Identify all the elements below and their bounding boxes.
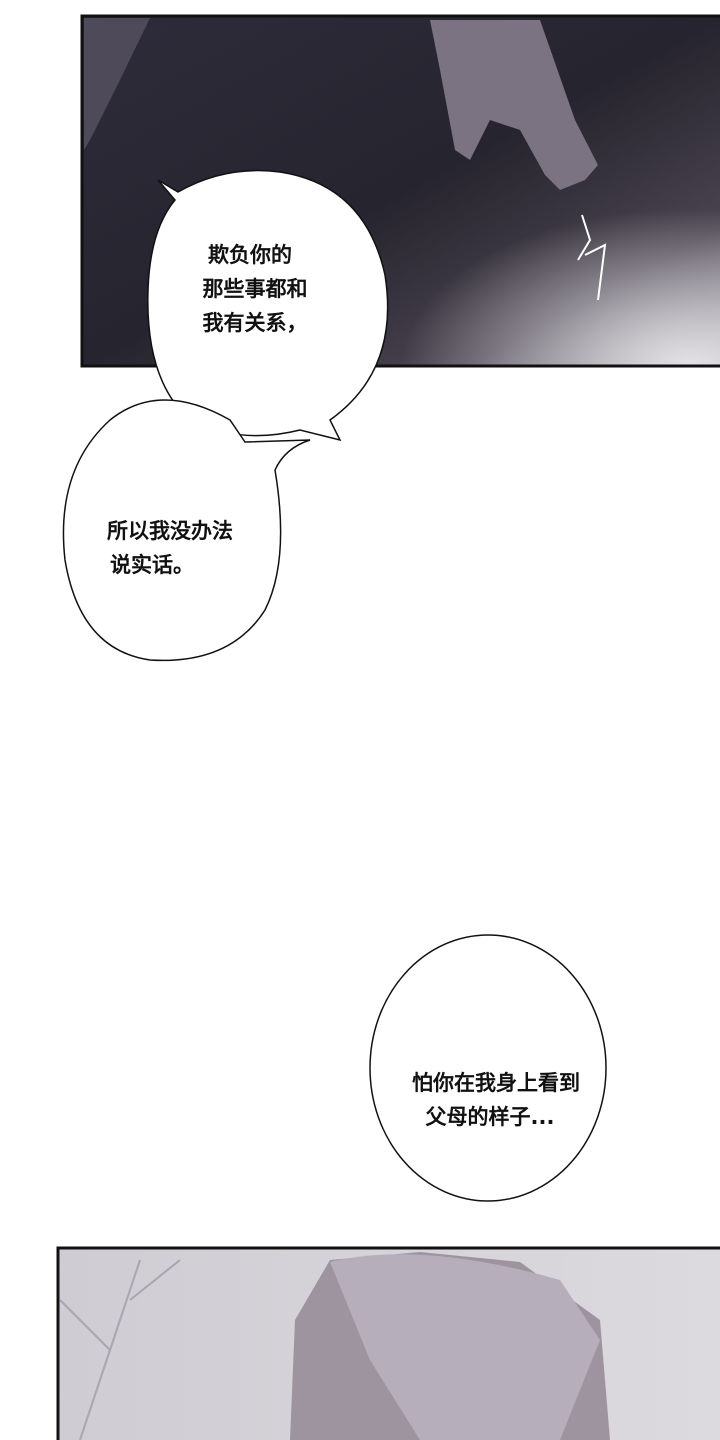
speech-bubble-3: 怕你在我身上看到 父母的样子... [369, 934, 607, 1202]
bubble-2-line-1: 所以我没办法 [107, 519, 233, 543]
bubble-3-line-1: 怕你在我身上看到 [412, 1071, 580, 1095]
bubble-1-line-3: 我有关系， [203, 311, 308, 335]
bubble-3-line-2: 父母的样子... [426, 1105, 555, 1129]
speech-bubble-2: 所以我没办法 说实话。 [62, 399, 311, 662]
face-panel [56, 1246, 720, 1440]
bubble-2-line-2: 说实话。 [110, 553, 194, 577]
bubble-1-line-1: 欺负你的 [208, 243, 292, 267]
speech-bubble-1: 欺负你的 那些事都和 我有关系， [147, 169, 389, 442]
sfx-swish [577, 214, 607, 301]
hand-panel [80, 14, 720, 368]
bubble-1-line-2: 那些事都和 [203, 277, 308, 301]
hand-shape [430, 20, 598, 190]
